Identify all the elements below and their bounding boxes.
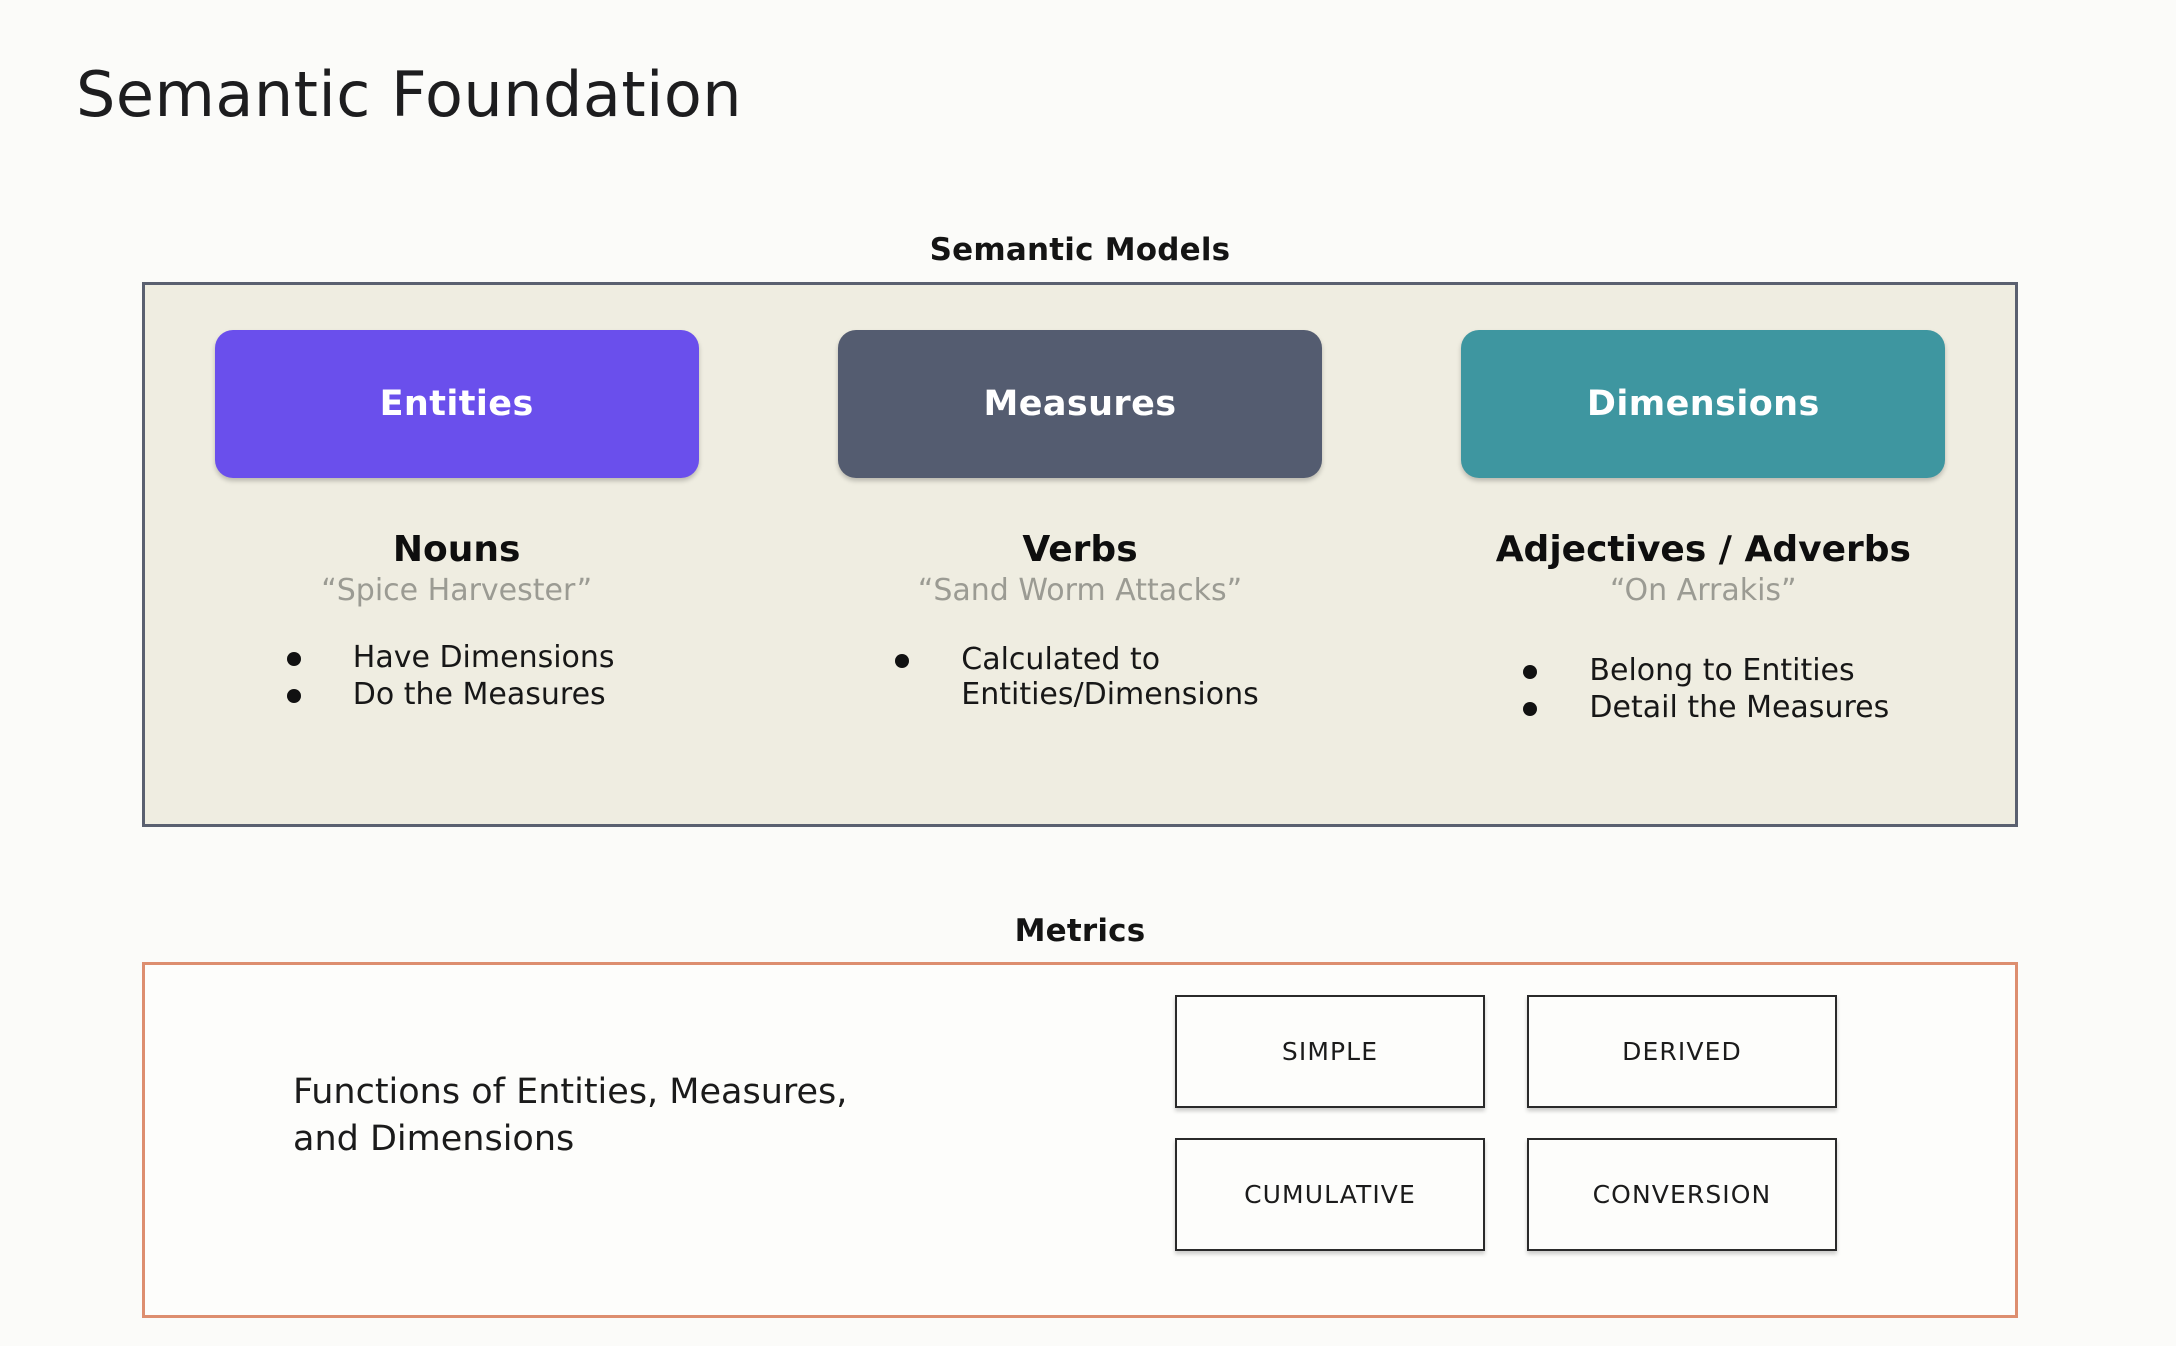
list-item: Have Dimensions (286, 639, 615, 675)
list-item: Calculated to Entities/Dimensions (895, 641, 1259, 713)
metrics-type-grid: SIMPLE DERIVED CUMULATIVE CONVERSION (1175, 995, 1837, 1251)
semantic-models-panel: Entities Nouns “Spice Harvester” Have Di… (142, 282, 2018, 827)
bullet-dot-icon (286, 689, 301, 704)
dimensions-bullet-text: Belong to Entities (1589, 652, 1855, 688)
metric-type-conversion[interactable]: CONVERSION (1527, 1138, 1837, 1251)
measures-bullet-text: Calculated to Entities/Dimensions (961, 641, 1259, 713)
measures-part-of-speech: Verbs (1022, 529, 1138, 570)
dimensions-pill[interactable]: Dimensions (1461, 330, 1946, 478)
page-title: Semantic Foundation (76, 58, 743, 131)
metrics-description: Functions of Entities, Measures, and Dim… (293, 1072, 848, 1159)
dimensions-bullet-list: Belong to Entities Detail the Measures (1523, 653, 1889, 728)
semantic-column-dimensions: Dimensions Adjectives / Adverbs “On Arra… (1392, 285, 2015, 728)
list-item: Do the Measures (286, 677, 615, 713)
bullet-dot-icon (286, 651, 301, 666)
metric-type-cumulative[interactable]: CUMULATIVE (1175, 1138, 1485, 1251)
entities-part-of-speech: Nouns (392, 529, 521, 570)
bullet-dot-icon (1523, 664, 1538, 679)
semantic-column-entities: Entities Nouns “Spice Harvester” Have Di… (145, 285, 768, 715)
metrics-caption: Metrics (1014, 913, 1146, 949)
bullet-dot-icon (1523, 702, 1538, 717)
dimensions-example: “On Arrakis” (1610, 572, 1797, 608)
measures-bullet-list: Calculated to Entities/Dimensions (895, 641, 1259, 715)
dimensions-part-of-speech: Adjectives / Adverbs (1495, 529, 1911, 570)
measures-example: “Sand Worm Attacks” (917, 572, 1243, 608)
measures-pill[interactable]: Measures (837, 330, 1322, 478)
entities-bullet-text: Have Dimensions (352, 639, 615, 675)
metrics-panel: Functions of Entities, Measures, and Dim… (142, 962, 2018, 1318)
semantic-models-caption: Semantic Models (929, 232, 1231, 268)
list-item: Detail the Measures (1523, 690, 1889, 725)
list-item: Belong to Entities (1523, 653, 1889, 688)
entities-example: “Spice Harvester” (321, 572, 593, 608)
dimensions-bullet-text: Detail the Measures (1589, 690, 1890, 726)
bullet-dot-icon (895, 653, 910, 668)
metric-type-derived[interactable]: DERIVED (1527, 995, 1837, 1108)
entities-pill[interactable]: Entities (214, 330, 699, 478)
entities-bullet-list: Have Dimensions Do the Measures (286, 639, 615, 715)
metric-type-simple[interactable]: SIMPLE (1175, 995, 1485, 1108)
entities-bullet-text: Do the Measures (352, 677, 606, 713)
semantic-column-measures: Measures Verbs “Sand Worm Attacks” Calcu… (768, 285, 1391, 715)
